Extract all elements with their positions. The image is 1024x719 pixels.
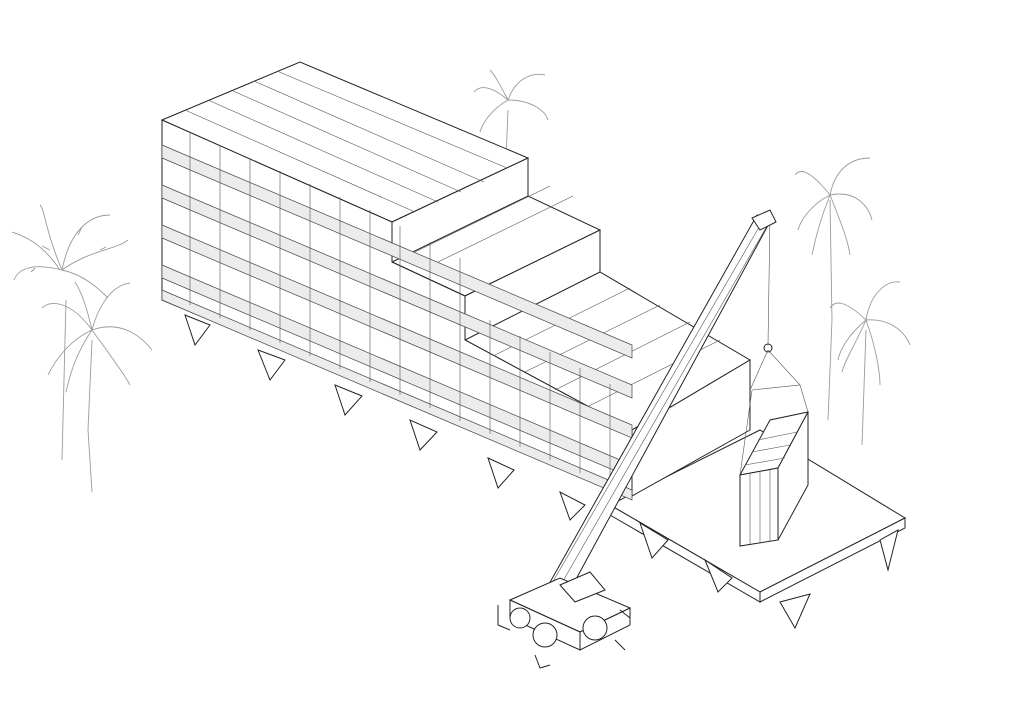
hanging-container	[739, 214, 809, 547]
palm-tree	[794, 157, 873, 421]
platform-leg	[639, 521, 669, 559]
platform-leg	[879, 529, 899, 572]
crane-wheel	[582, 615, 608, 641]
palm-tree	[829, 281, 911, 446]
platform-leg	[779, 593, 811, 630]
mobile-crane	[497, 209, 777, 669]
crane-wheel	[532, 622, 558, 648]
crane-wheel	[509, 607, 531, 629]
platform-leg	[703, 558, 733, 593]
crane-cab	[559, 571, 606, 603]
crane-hook-icon	[763, 343, 773, 353]
palm-trees	[11, 69, 911, 493]
balconies	[161, 144, 633, 501]
palm-tree	[473, 69, 549, 161]
modular-building	[160, 61, 751, 521]
palm-tree	[11, 204, 129, 461]
palm-tree	[41, 281, 153, 493]
